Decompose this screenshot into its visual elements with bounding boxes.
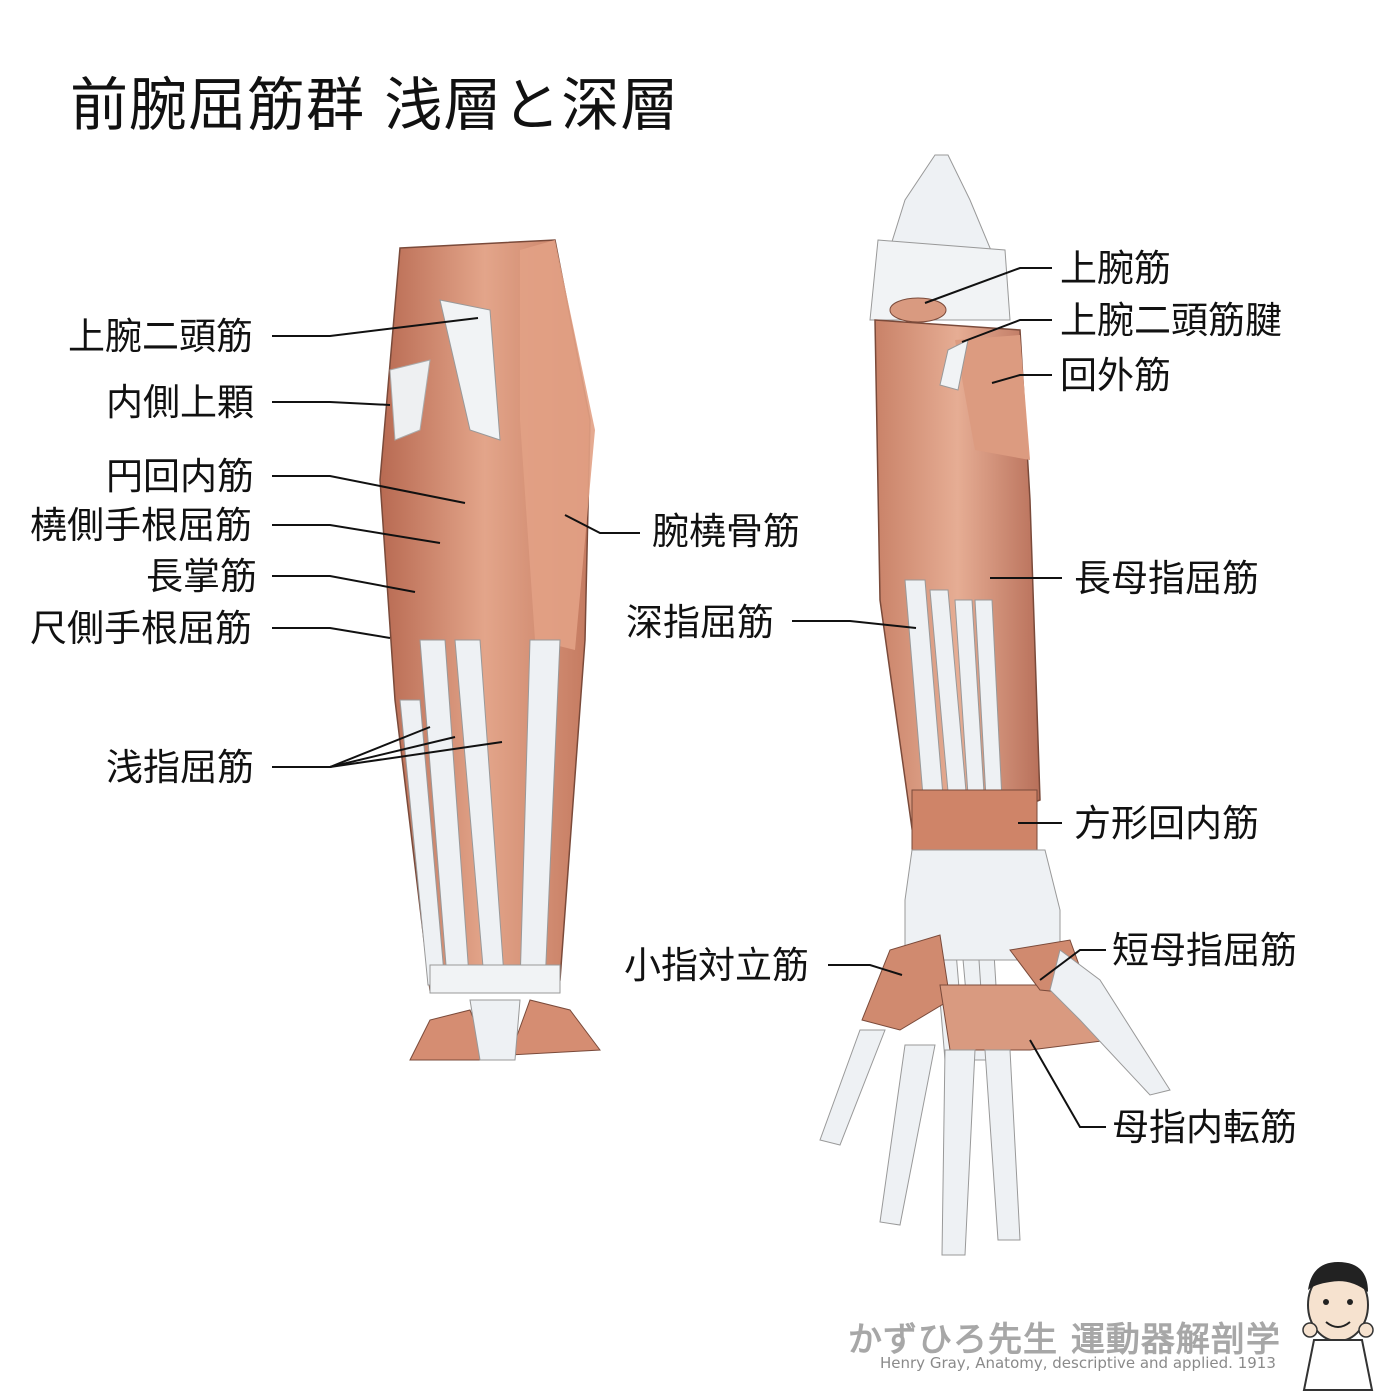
page-title: 前腕屈筋群 浅層と深層 (70, 71, 680, 139)
label-biceps-brachii: 上腕二頭筋 (68, 315, 253, 358)
label-flexor-carpi-ulnaris: 尺側手根屈筋 (30, 607, 252, 650)
mascot-illustration (1302, 1262, 1374, 1391)
label-brachioradialis: 腕橈骨筋 (652, 510, 800, 553)
label-pronator-teres: 円回内筋 (106, 455, 254, 498)
footer-source: Henry Gray, Anatomy, descriptive and app… (880, 1354, 1276, 1372)
label-flexor-carpi-radialis: 橈側手根屈筋 (30, 504, 252, 547)
left-forearm-illustration (379, 239, 601, 1061)
label-flexor-pollicis-longus: 長母指屈筋 (1074, 557, 1259, 600)
label-pronator-quadratus: 方形回内筋 (1074, 802, 1259, 845)
label-medial-epicondyle: 内側上顆 (106, 381, 254, 424)
label-biceps-tendon: 上腕二頭筋腱 (1060, 299, 1282, 342)
label-adductor-pollicis: 母指内転筋 (1112, 1106, 1297, 1149)
right-forearm-illustration (819, 154, 1171, 1256)
label-flexor-digitorum-superficialis: 浅指屈筋 (106, 746, 254, 789)
label-flexor-pollicis-brevis: 短母指屈筋 (1112, 929, 1297, 972)
label-flexor-digitorum-profundus: 深指屈筋 (626, 601, 774, 644)
label-opponens-digiti-minimi: 小指対立筋 (624, 944, 809, 987)
right-leader-lines (792, 267, 1106, 1128)
label-palmaris-longus: 長掌筋 (146, 555, 257, 598)
left-leader-lines (272, 317, 640, 768)
label-brachialis: 上腕筋 (1060, 247, 1171, 290)
footer-brand: かずひろ先生 運動器解剖学 (848, 1320, 1281, 1360)
label-supinator: 回外筋 (1060, 354, 1171, 397)
